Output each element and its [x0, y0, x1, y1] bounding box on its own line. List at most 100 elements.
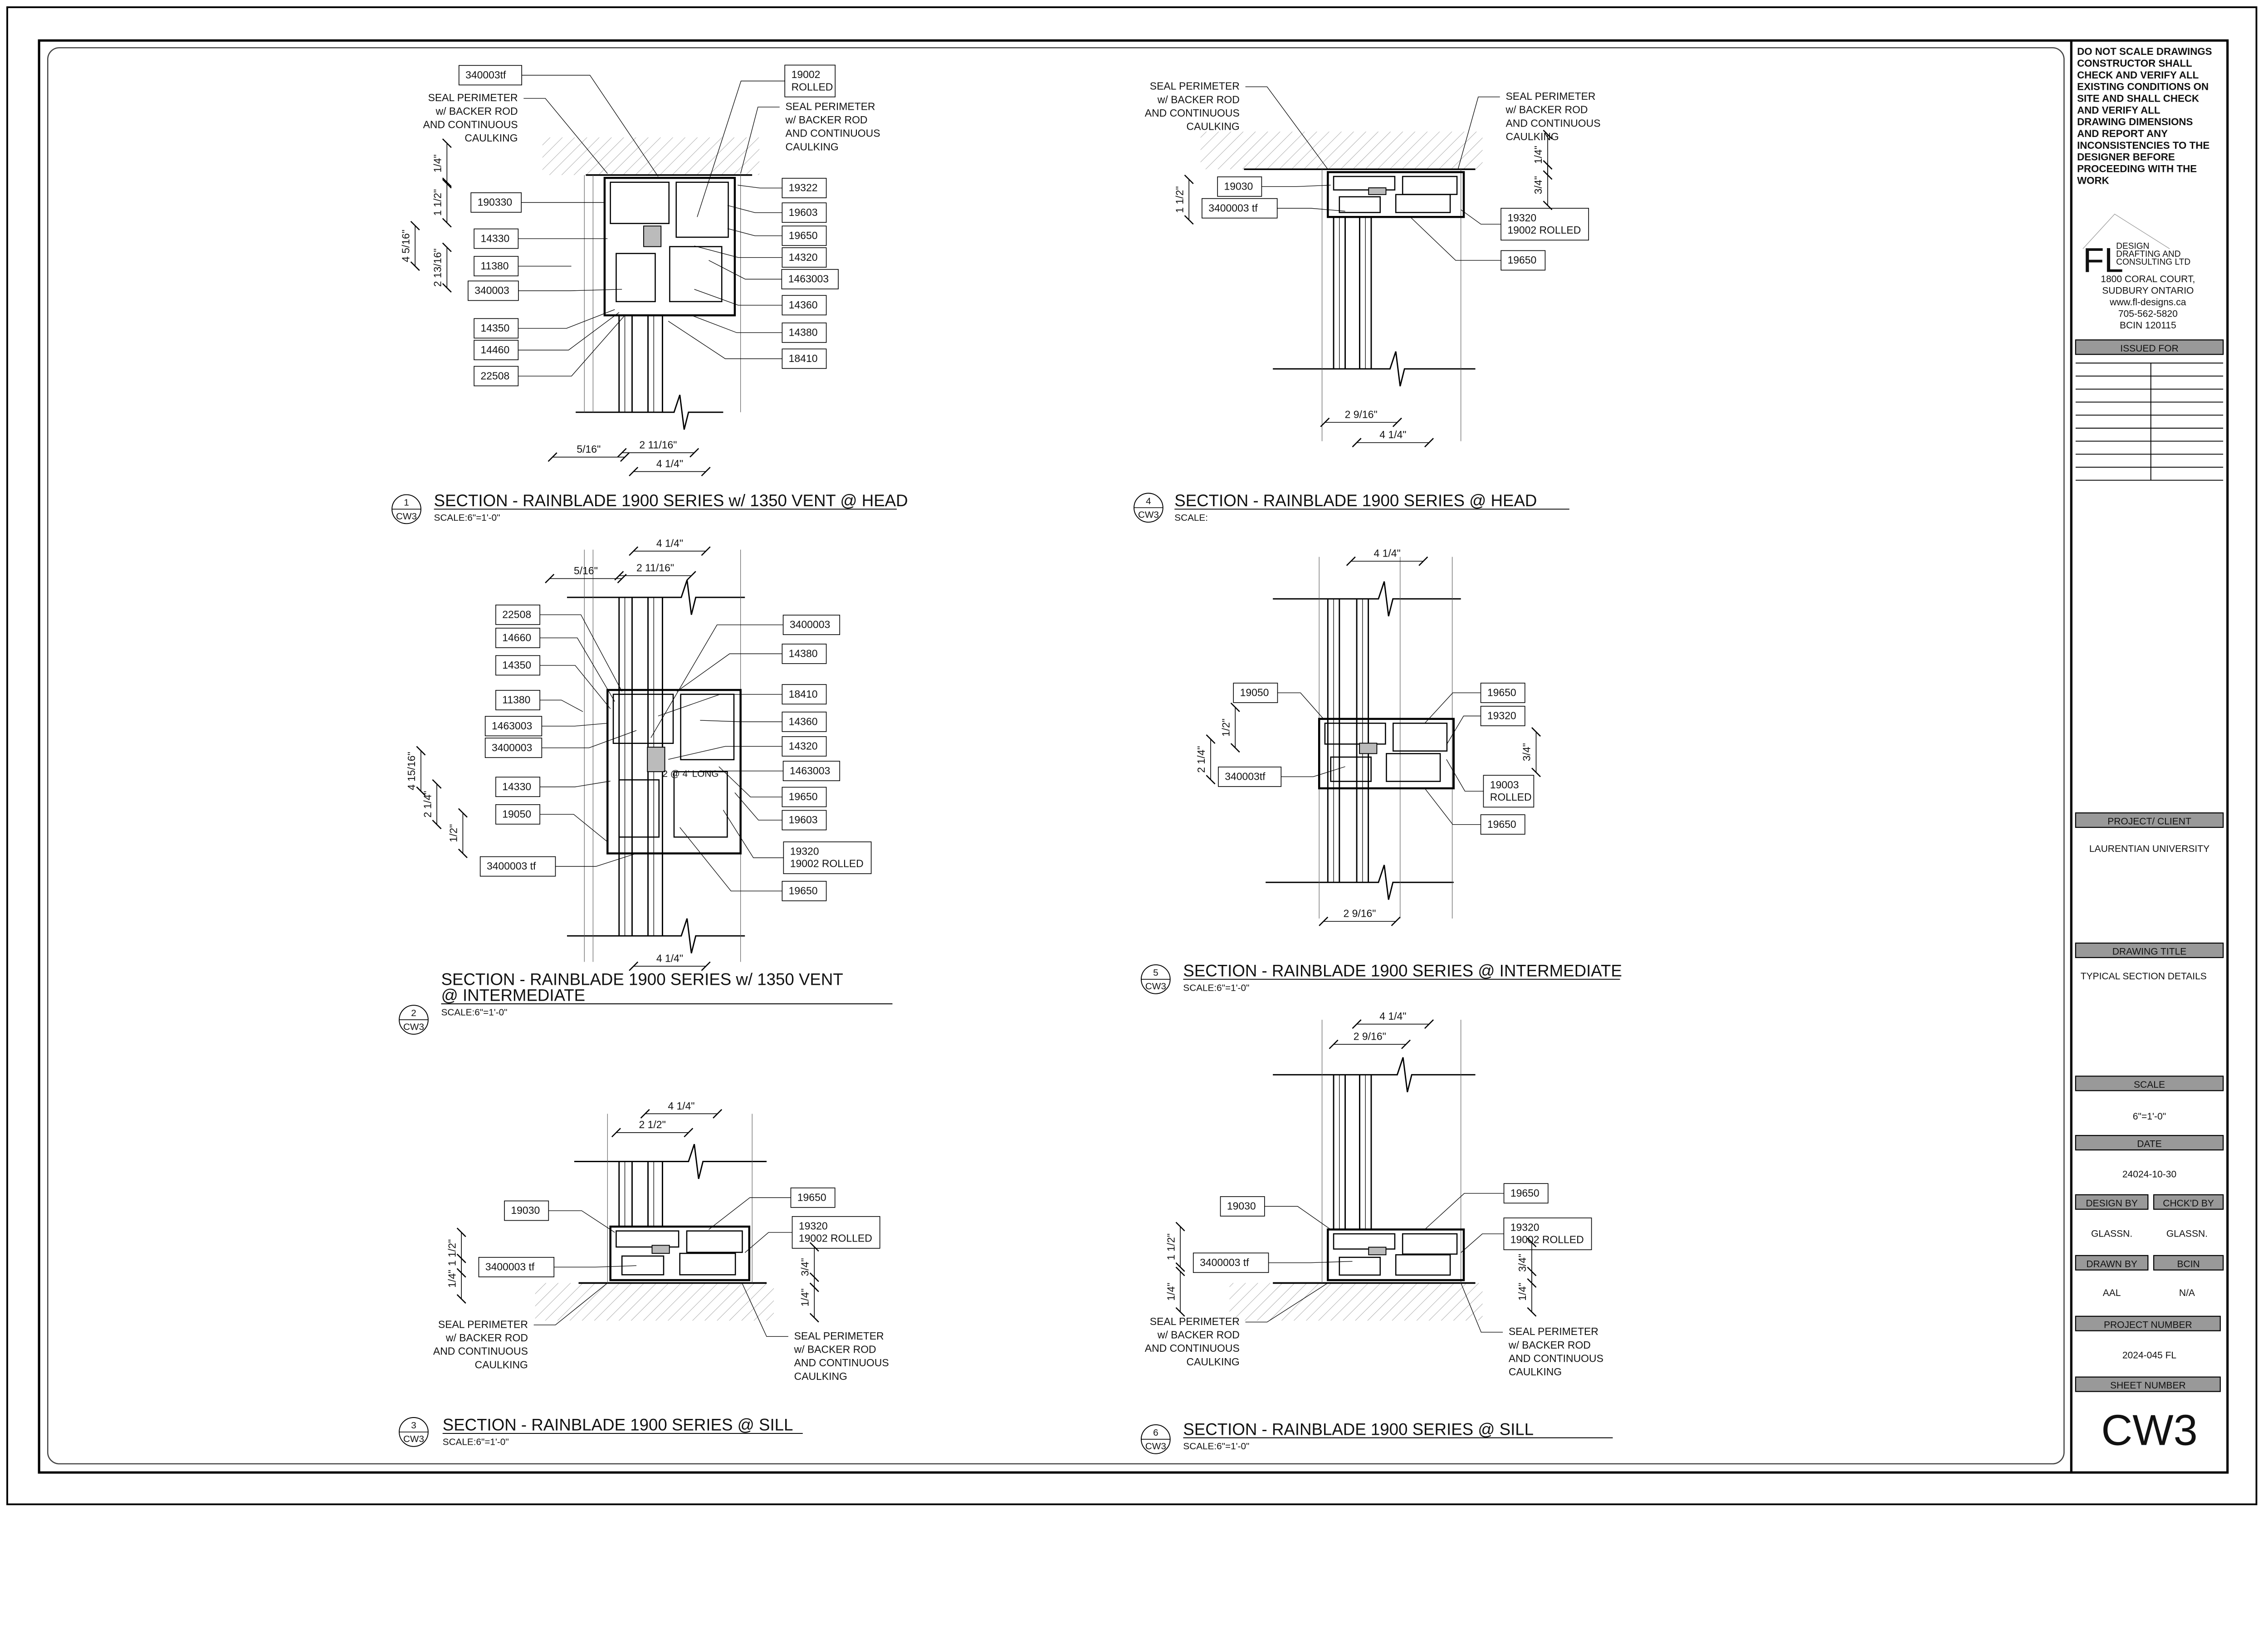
- note-text: w/ BACKER ROD: [1157, 1329, 1240, 1341]
- break-line: [1273, 351, 1476, 386]
- part-callout: 340003: [468, 280, 622, 301]
- frame-chamber: [1386, 753, 1441, 782]
- dimension-tick: [458, 808, 468, 818]
- dimension-tick: [442, 177, 452, 187]
- part-callout: 18410: [668, 321, 827, 369]
- callout-box: [474, 318, 519, 339]
- callout-box: [1480, 706, 1525, 726]
- callout-box: [782, 225, 827, 246]
- leader-line: [740, 107, 780, 174]
- dimension-text: 2 11/16": [639, 439, 677, 451]
- dimension-tick: [1184, 174, 1194, 184]
- part-callout: 22508: [474, 315, 626, 386]
- dimension: 2 9/16": [1320, 409, 1402, 427]
- part-number: 19650: [797, 1191, 826, 1203]
- detail-scale: SCALE:6"=1'-0": [434, 513, 500, 523]
- section-detail-5: 19050340003tf196501932019003ROLLED196504…: [1140, 548, 1622, 994]
- dimension-text: 1 1/2": [1173, 186, 1185, 213]
- dimension: 5/16": [547, 443, 630, 462]
- frame-chamber: [673, 771, 728, 838]
- detail-title-text: SECTION - RAINBLADE 1900 SERIES @ SILL: [1183, 1420, 1534, 1438]
- callout-box: [495, 604, 541, 625]
- dimension-text: 1/4": [1165, 1283, 1177, 1301]
- dimension-text: 3/4": [1521, 743, 1533, 761]
- part-callout: 19650: [679, 827, 827, 901]
- header-label: PROJECT/ CLIENT: [2107, 816, 2191, 827]
- callout-box: [484, 738, 543, 758]
- dimension: 1/4": [1165, 1266, 1185, 1317]
- leader-line: [518, 289, 622, 291]
- part-number: 340003: [474, 284, 509, 296]
- part-callout: 19050: [1233, 683, 1324, 719]
- header-bar: [2075, 942, 2224, 958]
- part-number: 19002 ROLLED: [790, 858, 864, 870]
- part-number: 3400003 tf: [1200, 1257, 1249, 1268]
- dimension: 2 1/4": [421, 779, 442, 830]
- note-text: SEAL PERIMETER: [438, 1318, 528, 1330]
- detail-title-text: @ INTERMEDIATE: [441, 986, 586, 1005]
- callout-box: [1480, 683, 1525, 703]
- sheet-number-header: SHEET NUMBER: [2075, 1376, 2221, 1392]
- note-text: AND CONTINUOUS: [433, 1345, 528, 1357]
- part-number: 340003tf: [1225, 771, 1266, 782]
- dimension: 2 1/2": [611, 1119, 694, 1138]
- callout-box: [1501, 250, 1546, 271]
- note-text: AND CONTINUOUS: [423, 119, 518, 131]
- header-label: DATE: [2137, 1139, 2162, 1149]
- dimension-text: 1/4": [1516, 1283, 1528, 1301]
- part-callout: 19650: [1424, 683, 1525, 724]
- callout-box: [479, 856, 556, 877]
- header-bar: [2075, 1194, 2149, 1210]
- leader-line: [742, 1283, 788, 1337]
- dimension: 3/4": [799, 1242, 819, 1292]
- callout-box: [782, 295, 827, 316]
- dimension-text: 4 1/4": [668, 1100, 694, 1112]
- detail-number: 5: [1153, 968, 1158, 978]
- leader-line: [719, 766, 782, 797]
- part-number: 340003tf: [465, 69, 506, 81]
- part-callout: 14360: [694, 289, 827, 316]
- leader-line: [518, 309, 615, 329]
- frame-chamber: [1339, 196, 1381, 213]
- dimension-tick: [617, 448, 627, 458]
- part-callout: 19603: [727, 202, 827, 223]
- note-text: SEAL PERIMETER: [428, 92, 518, 103]
- leader-line: [1461, 1283, 1503, 1333]
- drawn-by-header: DRAWN BY: [2075, 1255, 2149, 1271]
- dimension-tick: [1230, 702, 1240, 712]
- detail-scale: SCALE:: [1174, 513, 1208, 523]
- note-text: CAULKING: [1187, 121, 1240, 132]
- note-text: AND CONTINUOUS: [1145, 107, 1240, 119]
- dimension: 1 1/2": [446, 1227, 466, 1278]
- logo-text: DESIGN: [2116, 241, 2149, 251]
- part-callout: 340003tf: [458, 65, 659, 177]
- company-address: 705-562-5820: [2118, 308, 2178, 319]
- part-number: 3400003 tf: [485, 1261, 535, 1273]
- leader-line: [723, 810, 784, 858]
- leader-line: [691, 315, 782, 333]
- header-bar: [2075, 1376, 2221, 1392]
- thermal-break: [1368, 1247, 1387, 1256]
- leader-line: [1424, 788, 1481, 825]
- dimension-tick: [442, 242, 452, 252]
- dimension: 1 1/2": [1165, 1222, 1185, 1272]
- substrate-hatch: [542, 137, 760, 175]
- break-line: [1273, 1057, 1476, 1092]
- frame-profile: [609, 1225, 751, 1281]
- callout-box: [1193, 1252, 1269, 1273]
- dimension: 3/4": [1532, 160, 1553, 210]
- part-number: 11380: [480, 260, 508, 272]
- dimension-tick: [1543, 200, 1553, 210]
- frame-profile: [606, 689, 742, 855]
- callout-box: [474, 366, 519, 386]
- part-callout: 19650: [1424, 788, 1525, 835]
- callout-box: [782, 202, 827, 223]
- note-text: CAULKING: [794, 1370, 847, 1382]
